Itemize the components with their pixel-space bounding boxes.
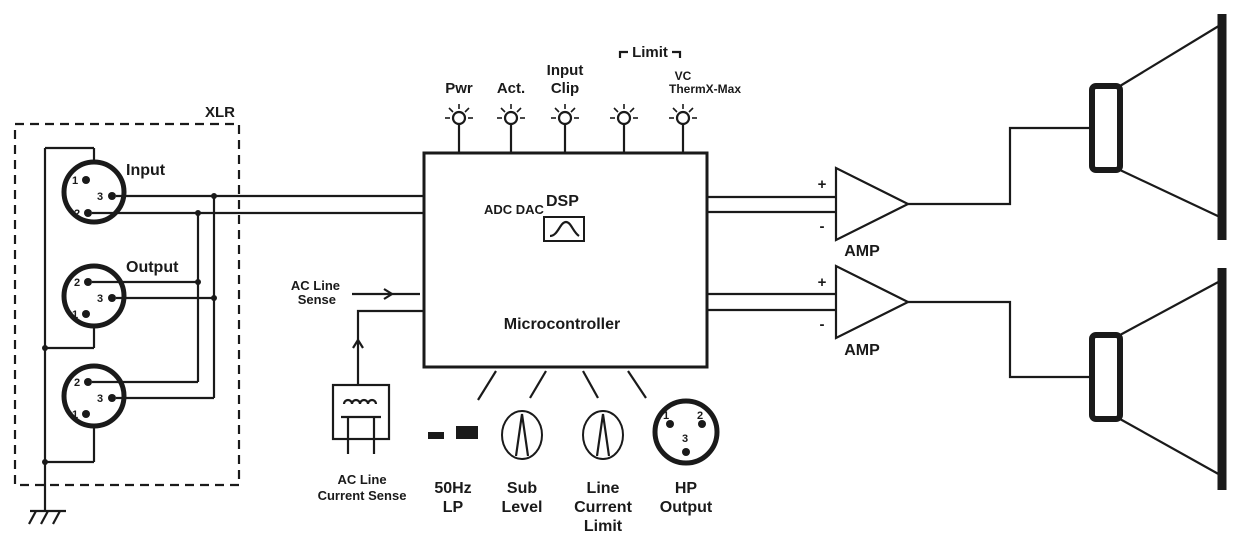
speaker-1-icon	[1089, 14, 1227, 240]
svg-text:2: 2	[74, 208, 80, 220]
ac-sense-label-2: Sense	[298, 292, 336, 307]
amp-1-label: AMP	[844, 243, 880, 260]
ac-current-sense-wire	[352, 309, 424, 384]
dsp-box	[422, 151, 709, 369]
led-act-label: Act.	[497, 80, 525, 97]
amp-1-minus: -	[820, 218, 825, 235]
svg-text:1: 1	[72, 309, 78, 321]
50hz-lp-switch-icon	[428, 426, 478, 439]
sub-level-knob-icon	[501, 410, 543, 460]
control-hp-label-1: HP	[675, 480, 698, 497]
led-input-clip-label-1: Input	[547, 62, 584, 79]
ground-icon	[28, 509, 66, 525]
xlr-frame	[13, 122, 241, 487]
line-current-limit-knob-icon	[582, 410, 624, 460]
ac-sense-arrow	[352, 288, 420, 300]
control-50hz-label-1: 50Hz	[434, 480, 471, 497]
ground-bus	[42, 146, 96, 510]
xlr-label: XLR	[205, 104, 235, 121]
svg-text:1: 1	[663, 410, 669, 422]
svg-text:3: 3	[97, 293, 103, 305]
svg-text:2: 2	[697, 410, 703, 422]
amp-1-plus: +	[818, 176, 827, 193]
dsp-label: DSP	[546, 193, 579, 210]
control-line-label-3: Limit	[584, 518, 623, 535]
amp-2-triangle	[834, 264, 911, 340]
led-vc-thermx-icon	[669, 104, 697, 153]
svg-text:3: 3	[682, 433, 688, 445]
svg-text:1: 1	[72, 175, 78, 187]
led-input-clip-label-2: Clip	[551, 80, 579, 97]
speaker-wiring	[908, 126, 1092, 379]
svg-text:3: 3	[97, 191, 103, 203]
amp-2-plus: +	[818, 274, 827, 291]
microcontroller-label: Microcontroller	[504, 316, 620, 333]
xlr-input-label: Input	[126, 162, 166, 179]
xlr-output-connector: 2 3 1	[61, 263, 127, 329]
xlr-output-label: Output	[126, 259, 179, 276]
led-vc-label-1: VC	[675, 69, 692, 83]
speaker-2-icon	[1089, 268, 1227, 490]
control-sub-label-1: Sub	[507, 480, 537, 497]
led-pwr-label: Pwr	[445, 80, 473, 97]
led-pwr-icon	[445, 104, 473, 153]
led-limit-icon	[610, 104, 638, 153]
svg-text:2: 2	[74, 277, 80, 289]
input-wiring	[92, 193, 424, 400]
led-vc-label-2: ThermX-Max	[669, 82, 741, 96]
ac-current-label-2: Current Sense	[318, 488, 407, 503]
current-transformer-icon	[331, 383, 391, 454]
svg-text:3: 3	[97, 393, 103, 405]
led-act-icon	[497, 104, 525, 153]
control-hp-label-2: Output	[660, 499, 713, 516]
amp-feed-wiring	[707, 195, 836, 312]
amp-2-minus: -	[820, 316, 825, 333]
svg-text:2: 2	[74, 377, 80, 389]
control-leads	[477, 370, 647, 401]
limit-label: Limit	[632, 44, 668, 61]
control-sub-label-2: Level	[502, 499, 543, 516]
xlr-third-connector: 2 3 1	[61, 363, 127, 429]
ac-sense-label-1: AC Line	[291, 278, 340, 293]
xlr-input-connector: 1 3 2	[61, 159, 127, 225]
amp-2-label: AMP	[844, 342, 880, 359]
svg-text:1: 1	[72, 409, 78, 421]
control-line-label-1: Line	[587, 480, 620, 497]
control-line-label-2: Current	[574, 499, 632, 516]
hp-output-xlr-icon: 1 2 3	[652, 398, 720, 466]
adc-dac-label: ADC DAC	[484, 202, 545, 217]
led-input-clip-icon	[551, 104, 579, 153]
control-50hz-label-2: LP	[443, 499, 464, 516]
dsp-filter-icon	[543, 216, 585, 242]
amp-1-triangle	[834, 166, 911, 242]
ac-current-label-1: AC Line	[337, 472, 386, 487]
limit-bracket	[618, 50, 682, 58]
